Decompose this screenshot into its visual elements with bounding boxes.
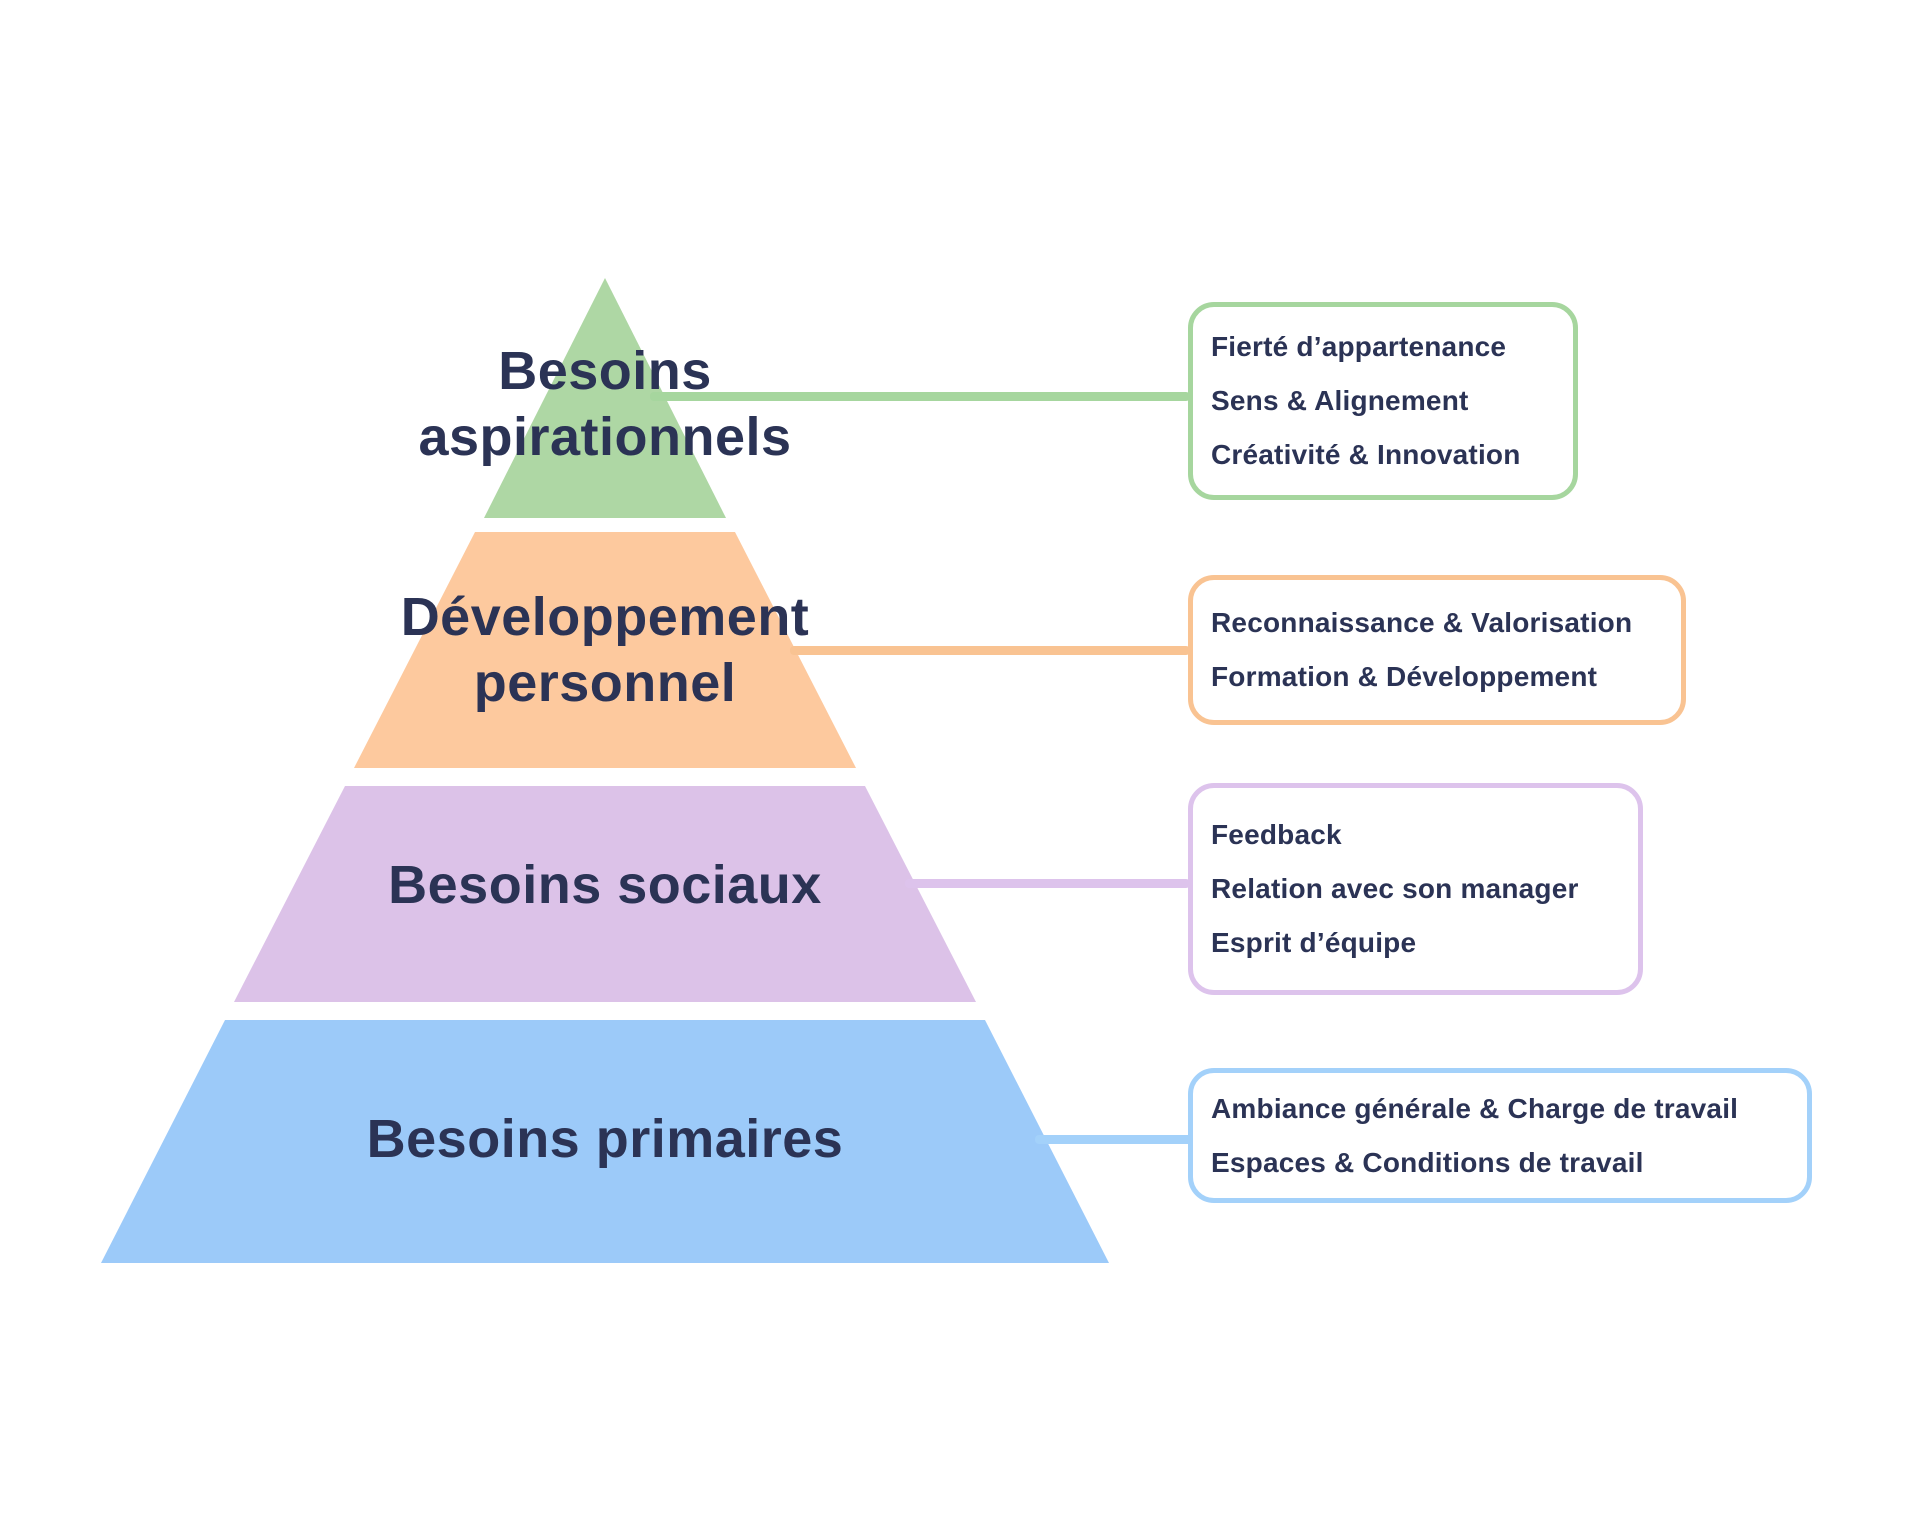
label-line: personnel: [473, 653, 737, 713]
detail-item: Feedback: [1211, 819, 1342, 850]
label-line: Besoins sociaux: [388, 855, 822, 915]
detail-item: Sens & Alignement: [1211, 385, 1469, 416]
detail-item: Formation & Développement: [1211, 661, 1598, 692]
pyramid-level-3-shape: [234, 786, 976, 1002]
pyramid-level-4-shape: [101, 1020, 1109, 1263]
label-line: aspirationnels: [418, 407, 792, 467]
pyramid-level-1-label: Besoins aspirationnels: [305, 338, 905, 470]
level-2-detail-box: Reconnaissance & Valorisation Formation …: [1188, 575, 1686, 725]
pyramid-level-2-shape: [354, 532, 856, 768]
connector-level-1: [650, 392, 1190, 401]
pyramid-level-1-shape: [484, 278, 726, 518]
pyramid-level-3-label: Besoins sociaux: [305, 852, 905, 918]
detail-item: Esprit d’équipe: [1211, 927, 1417, 958]
connector-level-4: [1035, 1135, 1195, 1144]
label-line: Besoins primaires: [366, 1109, 844, 1169]
pyramid-level-2-label: Développement personnel: [305, 584, 905, 716]
detail-item: Reconnaissance & Valorisation: [1211, 607, 1633, 638]
connector-level-3: [905, 879, 1190, 888]
level-3-detail-box: Feedback Relation avec son manager Espri…: [1188, 783, 1643, 995]
label-line: Besoins: [498, 341, 712, 401]
pyramid-level-4-label: Besoins primaires: [305, 1106, 905, 1172]
detail-item: Ambiance générale & Charge de travail: [1211, 1092, 1739, 1124]
label-line: Développement: [400, 587, 810, 647]
connector-level-2: [790, 646, 1190, 655]
detail-item: Fierté d’appartenance: [1211, 331, 1507, 362]
detail-item: Espaces & Conditions de travail: [1211, 1146, 1644, 1178]
level-4-detail-box: Ambiance générale & Charge de travail Es…: [1188, 1068, 1812, 1203]
level-1-detail-box: Fierté d’appartenance Sens & Alignement …: [1188, 302, 1578, 500]
detail-item: Relation avec son manager: [1211, 873, 1579, 904]
detail-item: Créativité & Innovation: [1211, 439, 1521, 470]
